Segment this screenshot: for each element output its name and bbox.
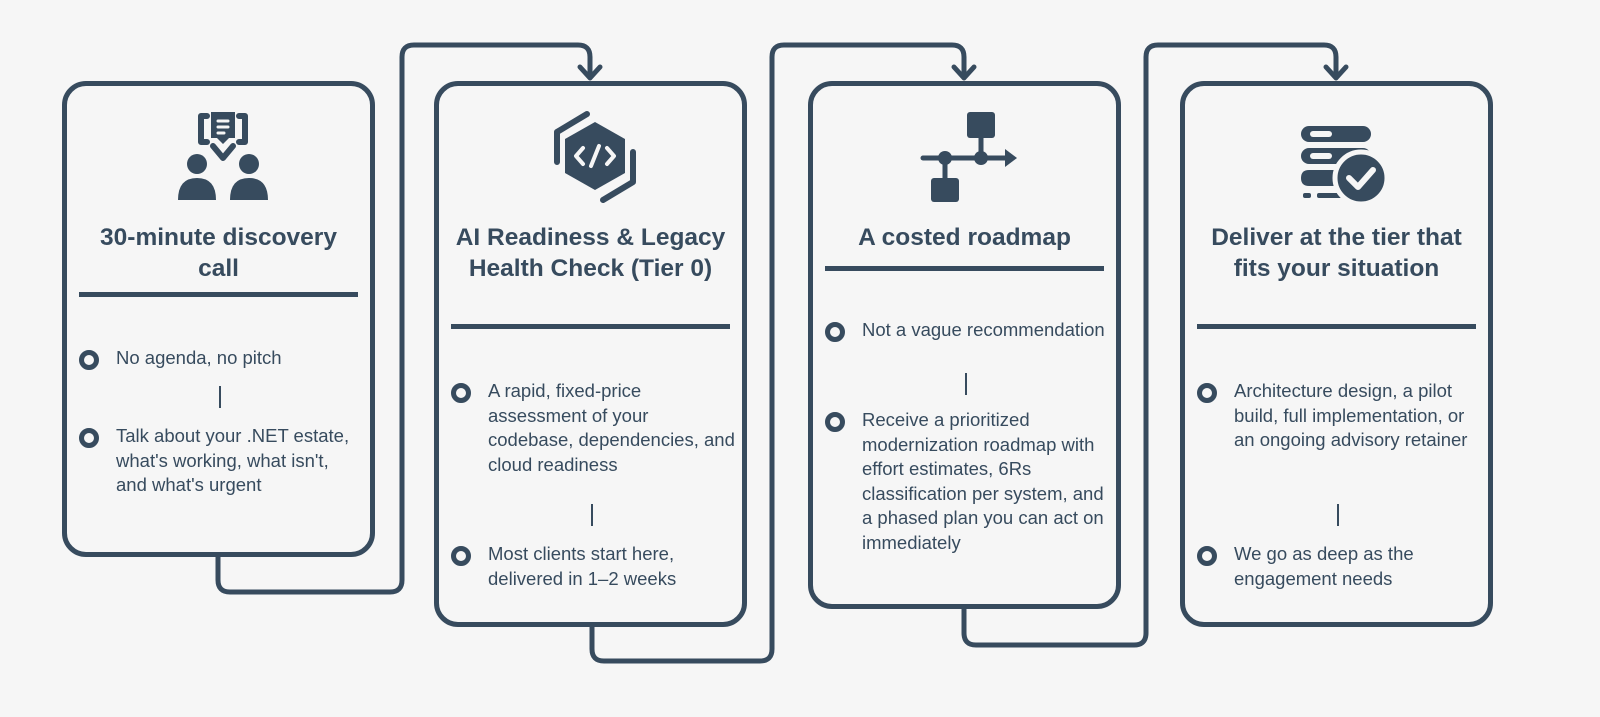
- bullet-item: Architecture design, a pilot build, full…: [1197, 379, 1482, 453]
- bullet-text: A rapid, fixed-price assessment of your …: [488, 380, 735, 475]
- divider: [825, 266, 1104, 271]
- connector-1-to-2: [215, 42, 593, 595]
- bullet-item: No agenda, no pitch: [79, 346, 364, 371]
- bullet-ring-icon: [1197, 383, 1217, 403]
- step-card-deliver: Deliver at the tier that fits your situa…: [1180, 81, 1493, 627]
- step-card-readiness: AI Readiness & Legacy Health Check (Tier…: [434, 81, 747, 627]
- bullet-ring-icon: [79, 428, 99, 448]
- bullet-text: Architecture design, a pilot build, full…: [1234, 380, 1468, 450]
- step-title: Deliver at the tier that fits your situa…: [1211, 224, 1462, 282]
- bullet-text: No agenda, no pitch: [116, 347, 282, 368]
- bullet-item: Talk about your .NET estate, what's work…: [79, 424, 364, 498]
- bullet-ring-icon: [825, 412, 845, 432]
- step-title: 30-minute discovery call: [100, 224, 337, 282]
- step-title: AI Readiness & Legacy Health Check (Tier…: [455, 224, 726, 282]
- bullet-ring-icon: [451, 383, 471, 403]
- divider: [451, 324, 730, 329]
- bullet-text: Receive a prioritized modernization road…: [862, 409, 1104, 553]
- bullet-text: Not a vague recommendation: [862, 319, 1105, 340]
- divider: [79, 292, 358, 297]
- bullet-item: We go as deep as the engagement needs: [1197, 542, 1482, 591]
- bullet-text: We go as deep as the engagement needs: [1234, 543, 1414, 589]
- connector-3-to-4: [961, 42, 1339, 648]
- arrowhead-card-3: [951, 64, 977, 81]
- bullet-ring-icon: [825, 322, 845, 342]
- server-check-icon: [1291, 108, 1391, 208]
- bullet-item: Receive a prioritized modernization road…: [825, 408, 1110, 555]
- bullet-separator: [965, 373, 967, 395]
- bullet-item: Not a vague recommendation: [825, 318, 1110, 343]
- connector-2-to-3: [589, 42, 967, 664]
- divider: [1197, 324, 1476, 329]
- discovery-call-icon: [173, 108, 273, 208]
- arrowhead-card-2: [577, 64, 603, 81]
- bullet-separator: [1337, 504, 1339, 526]
- bullet-item: A rapid, fixed-price assessment of your …: [451, 379, 736, 477]
- bullet-text: Most clients start here, delivered in 1–…: [488, 543, 677, 589]
- arrowhead-card-4: [1323, 64, 1349, 81]
- step-title: A costed roadmap: [858, 224, 1071, 251]
- bullet-ring-icon: [1197, 546, 1217, 566]
- bullet-separator: [591, 504, 593, 526]
- bullet-separator: [219, 386, 221, 408]
- bullet-text: Talk about your .NET estate, what's work…: [116, 425, 350, 495]
- code-hexagon-icon: [545, 108, 645, 208]
- bullet-item: Most clients start here, delivered in 1–…: [451, 542, 736, 591]
- bullet-ring-icon: [79, 350, 99, 370]
- step-card-discovery: 30-minute discovery call No agenda, no p…: [62, 81, 375, 557]
- roadmap-flow-icon: [919, 108, 1019, 208]
- bullet-ring-icon: [451, 546, 471, 566]
- step-card-roadmap: A costed roadmap Not a vague recommendat…: [808, 81, 1121, 609]
